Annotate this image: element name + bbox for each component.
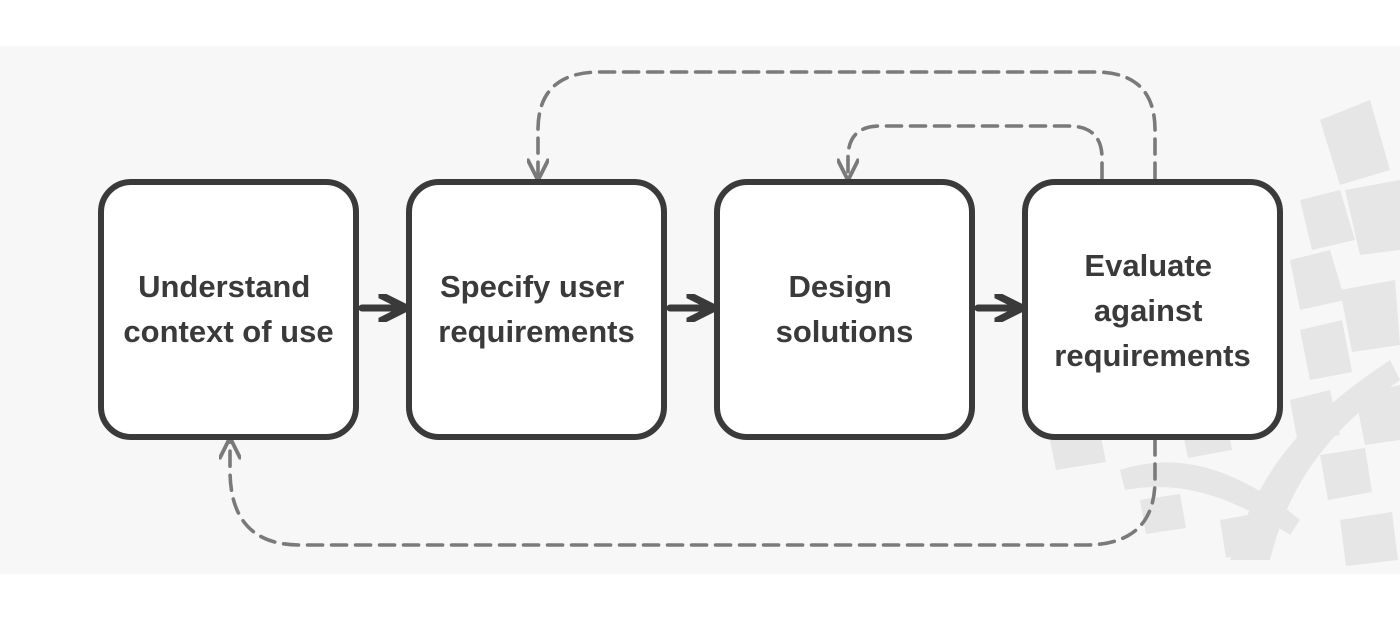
node-context: Understand context of use [98,179,359,440]
node-design-label: Design solutions [776,269,914,349]
edge-evaluate-to-requirements [538,70,1157,178]
edge-evaluate-to-context [230,440,1157,547]
node-design: Design solutions [714,179,975,440]
node-evaluate: Evaluate against requirements [1022,179,1283,440]
node-requirements: Specify user requirements [406,179,667,440]
tree-illustration-icon [1050,100,1400,566]
node-requirements-label: Specify user requirements [438,269,634,349]
edge-evaluate-to-design [848,124,1104,178]
node-evaluate-label: Evaluate against requirements [1054,248,1250,373]
node-context-label: Understand context of use [123,269,333,349]
